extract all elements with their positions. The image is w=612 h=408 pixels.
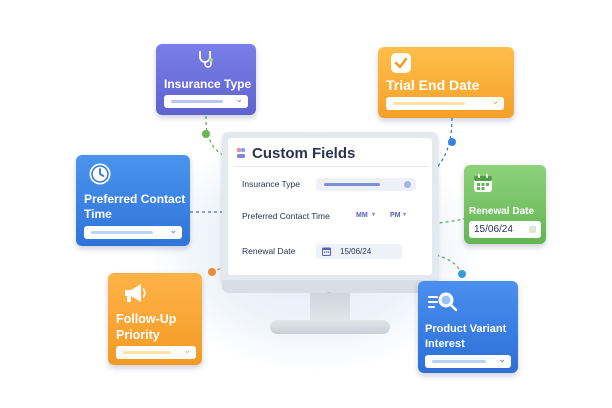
node-followup xyxy=(208,268,216,276)
dropdown-placeholder-bar xyxy=(123,351,171,354)
insurance-type-select[interactable] xyxy=(316,178,416,191)
renewal-date-field[interactable]: 15/06/24 xyxy=(469,221,541,238)
chevron-down-icon: ▾ xyxy=(372,212,376,218)
card-preferred-contact-time[interactable]: Preferred Contact Time ⌄ xyxy=(76,155,190,246)
megaphone-icon xyxy=(125,284,146,302)
dropdown-placeholder-bar xyxy=(393,102,465,105)
node-insurance xyxy=(202,130,210,138)
calendar-icon xyxy=(322,247,331,256)
monitor-neck xyxy=(310,293,350,323)
minute-select[interactable]: MM xyxy=(356,212,368,219)
card-product-variant-interest[interactable]: Product Variant Interest ⌄ xyxy=(418,281,518,373)
chevron-down-icon: ⌄ xyxy=(183,345,191,355)
insurance-type-dropdown[interactable]: ⌄ xyxy=(164,94,248,108)
dropdown-placeholder-bar xyxy=(171,100,223,103)
card-title-product-variant-line1: Product Variant xyxy=(425,323,507,335)
card-title-follow-up-line1: Follow-Up xyxy=(116,312,177,326)
field-row-preferred-contact-time[interactable]: Preferred Contact Time MM ▾ PM ▾ xyxy=(234,206,426,228)
field-row-insurance-type[interactable]: Insurance Type xyxy=(234,174,426,196)
trial-end-date-dropdown[interactable]: ⌄ xyxy=(386,96,504,110)
card-title-preferred-contact-line2: Time xyxy=(84,207,112,221)
field-placeholder-bar xyxy=(324,183,380,186)
checkmark-icon xyxy=(391,53,411,73)
chevron-down-icon: ⌄ xyxy=(491,96,499,106)
dropdown-placeholder-bar xyxy=(432,360,486,363)
card-follow-up-priority[interactable]: Follow-Up Priority ⌄ xyxy=(108,273,202,365)
chevron-down-icon: ⌄ xyxy=(235,94,243,104)
card-renewal-date[interactable]: Renewal Date 15/06/24 xyxy=(464,165,546,244)
product-search-icon xyxy=(428,292,458,312)
field-label-renewal-date: Renewal Date xyxy=(242,246,296,256)
dropdown-placeholder-bar xyxy=(91,231,153,234)
select-indicator-icon xyxy=(404,181,411,188)
connector-trial xyxy=(407,117,453,183)
field-label-preferred-contact-time: Preferred Contact Time xyxy=(242,211,330,221)
screen-divider xyxy=(234,166,428,167)
card-title-trial-end-date: Trial End Date xyxy=(386,77,480,93)
card-title-renewal-date: Renewal Date xyxy=(469,206,535,217)
card-title-product-variant-line2: Interest xyxy=(425,338,465,350)
ampm-select[interactable]: PM xyxy=(390,212,401,219)
preferred-contact-time-dropdown[interactable]: ⌄ xyxy=(84,225,182,239)
card-title-insurance-type: Insurance Type xyxy=(164,77,252,91)
field-row-renewal-date[interactable]: Renewal Date 15/06/24 xyxy=(234,241,426,263)
renewal-date-value: 15/06/24 xyxy=(474,224,513,235)
monitor-chin xyxy=(222,280,438,293)
fields-icon xyxy=(236,147,246,158)
calendar-icon xyxy=(474,174,492,192)
chevron-down-icon: ▾ xyxy=(403,212,407,218)
card-title-preferred-contact-line1: Preferred Contact xyxy=(84,192,186,206)
card-title-follow-up-line2: Priority xyxy=(116,328,160,342)
custom-fields-title: Custom Fields xyxy=(252,145,356,162)
node-product xyxy=(458,270,466,278)
chevron-down-icon: ⌄ xyxy=(498,354,506,364)
field-label-insurance-type: Insurance Type xyxy=(242,179,300,189)
calendar-small-icon xyxy=(529,226,536,233)
clock-icon xyxy=(89,163,111,185)
follow-up-priority-dropdown[interactable]: ⌄ xyxy=(116,345,196,359)
monitor-base xyxy=(270,320,390,334)
node-trial xyxy=(448,138,456,146)
chevron-down-icon: ⌄ xyxy=(169,225,177,235)
renewal-date-input[interactable]: 15/06/24 xyxy=(316,244,402,259)
renewal-date-value: 15/06/24 xyxy=(340,247,372,256)
product-variant-interest-dropdown[interactable]: ⌄ xyxy=(425,354,511,368)
stethoscope-icon xyxy=(199,51,213,68)
card-trial-end-date[interactable]: Trial End Date ⌄ xyxy=(378,47,514,118)
card-insurance-type[interactable]: Insurance Type ⌄ xyxy=(156,44,256,115)
connector-insurance xyxy=(205,115,245,161)
